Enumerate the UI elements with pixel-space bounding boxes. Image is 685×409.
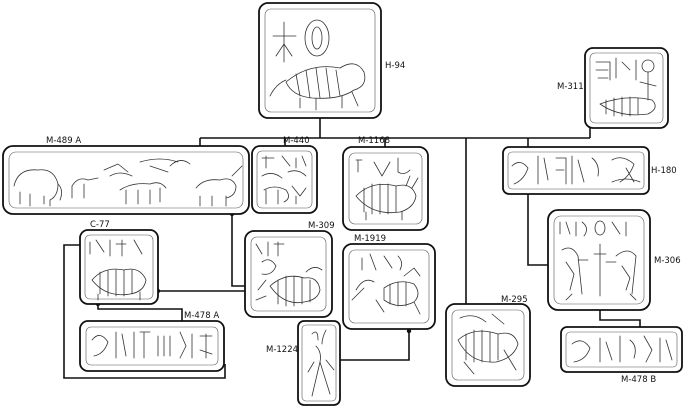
seal-m-478-a: M-478 A: [79, 311, 225, 372]
seal-artwork: [261, 155, 307, 205]
seal-m-1224: M-1224: [266, 320, 341, 406]
seal-artwork: [307, 329, 335, 397]
seal-label: H-180: [651, 166, 677, 176]
seal-label: M-1919: [354, 234, 386, 244]
seal-artwork: [457, 313, 519, 375]
seal-h-180: H-180: [502, 146, 677, 195]
seal-artwork: [89, 239, 147, 301]
seal-artwork: [511, 155, 641, 185]
seal-artwork: [13, 158, 243, 207]
seal-label: H-94: [385, 61, 405, 71]
seal-m-309: M-309: [244, 221, 335, 318]
seal-artwork: [255, 241, 323, 307]
seal-label: M-478 B: [621, 375, 656, 385]
seal-m-489-a: M-489 A: [2, 136, 250, 215]
seal-m-478-b: M-478 B: [560, 326, 683, 385]
seal-artwork: [571, 335, 673, 363]
connector-m1919-m1224: [340, 331, 410, 361]
seal-m-306: M-306: [547, 209, 681, 311]
seal-label: M-489 A: [46, 136, 81, 146]
seal-m-440: M-440: [251, 136, 318, 214]
connector-m306-m478b: [599, 310, 641, 327]
seal-h-94: H-94: [258, 2, 405, 119]
seal-artwork: [269, 19, 366, 111]
seal-m-1919: M-1919: [342, 234, 436, 330]
seal-label: M-1224: [266, 345, 298, 355]
seal-artwork: [351, 253, 421, 315]
seal-artwork: [355, 157, 419, 221]
seal-artwork: [595, 57, 657, 117]
seal-label: M-440: [283, 136, 310, 146]
seal-artwork: [91, 331, 213, 359]
seal-label: M-309: [308, 221, 335, 231]
connectors: [63, 118, 641, 379]
seal-m-1168: M-1168: [342, 136, 429, 231]
seal-label: M-295: [501, 295, 528, 305]
connector-m440-m309: [231, 213, 245, 287]
seal-label: M-306: [654, 256, 681, 266]
connector-c77-m478a: [97, 304, 183, 321]
seal-m-311: M-311: [557, 47, 669, 129]
seal-m-295: M-295: [445, 295, 531, 387]
seal-label: C-77: [90, 220, 110, 230]
seal-label: M-478 A: [184, 311, 219, 321]
connector-h180-m306: [527, 194, 548, 266]
connector-c77-left-loop: [63, 244, 226, 379]
seal-label: M-311: [557, 82, 584, 92]
seal-artwork: [559, 220, 637, 301]
seal-c-77: C-77: [79, 220, 159, 305]
seal-label: M-1168: [358, 136, 390, 146]
